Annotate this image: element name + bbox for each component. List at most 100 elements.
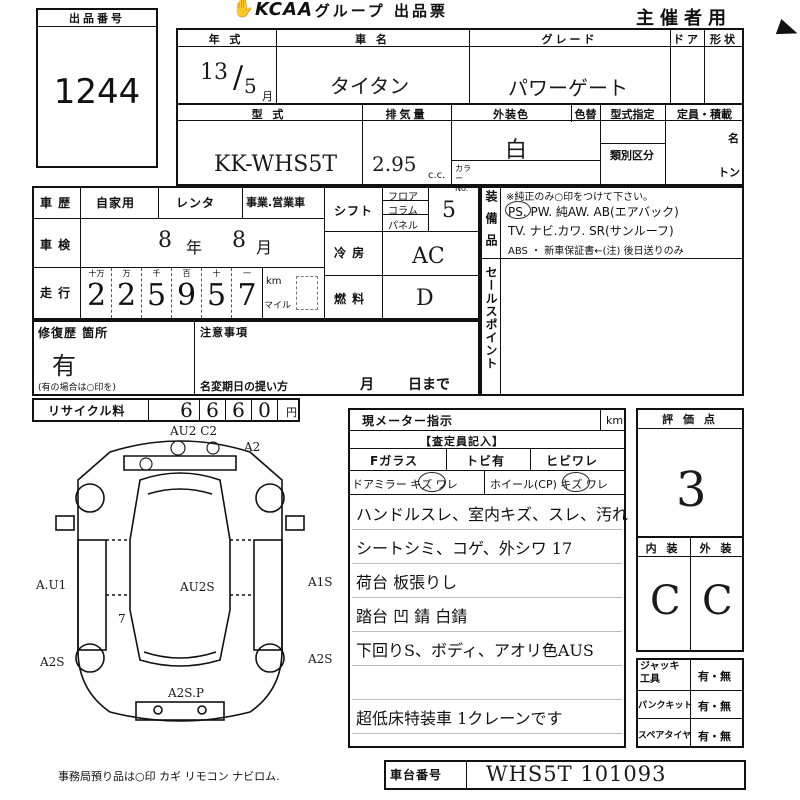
meter-unit: km	[606, 414, 624, 427]
fuel-value: D	[416, 286, 434, 311]
inspector-note-line: ハンドルスレ、室内キズ、スレ、汚れ	[352, 496, 628, 530]
mileage-digit-label: 十万	[88, 269, 105, 278]
damage-mark-roof: AU2S	[180, 580, 215, 594]
class-label: 類別区分	[610, 149, 654, 162]
repair-value: 有	[52, 352, 76, 380]
jack-option[interactable]: 有・無	[698, 670, 731, 683]
history-label: 車 歴	[40, 196, 72, 210]
vehicle-name: タイタン	[330, 74, 410, 98]
chassis-value: WHS5T 101093	[486, 762, 667, 786]
spare-option[interactable]: 有・無	[698, 730, 731, 743]
glass-hibi-label: ヒビワレ	[546, 454, 599, 468]
rating-label: 評 価 点	[662, 413, 718, 426]
office-note: 事務局預り品は○印 カギ リモコン ナビロム.	[58, 770, 280, 783]
grade-value: パワーゲート	[508, 76, 628, 100]
inspector-note-text: 超低床特装車 1クレーンです	[356, 709, 563, 728]
inspector-note-text: 下回りS、ボディ、アオリ色AUS	[356, 641, 594, 660]
inspection-label: 車 検	[40, 238, 72, 252]
recycle-label: リサイクル料	[48, 404, 126, 418]
history-option-rental[interactable]: レンタ	[176, 196, 216, 210]
ac-value: AC	[412, 244, 445, 269]
shift-option-panel[interactable]: パネル	[388, 221, 418, 232]
ac-label: 冷 房	[334, 246, 366, 260]
capacity-people-unit: 名	[728, 132, 739, 145]
mileage-digit-label: 千	[152, 269, 161, 278]
puncture-option[interactable]: 有・無	[698, 700, 731, 713]
name-label: 車 名	[355, 33, 390, 46]
puncture-label: パンクキット	[638, 701, 693, 711]
damage-mark-rear: A2S.P	[168, 686, 204, 700]
recycle-digit: 0	[252, 398, 278, 422]
repair-box	[32, 320, 480, 396]
year-label: 年 式	[208, 33, 244, 46]
mileage-unit-mile: マイル	[264, 301, 292, 311]
inspector-note-text: シートシミ、コゲ、外シワ 17	[356, 539, 573, 558]
equipment-box	[480, 186, 744, 396]
capacity-ton-unit: トン	[718, 166, 740, 179]
recycle-digit: 6	[174, 398, 200, 422]
exterior-color-label: 外装色	[493, 108, 529, 121]
color-change-label: 色替	[574, 108, 597, 121]
month-unit: 月	[262, 90, 273, 103]
wheel-front-left	[75, 483, 105, 513]
shape-label: 形状	[710, 33, 738, 46]
recycle-unit: 円	[286, 406, 297, 419]
glass-f-label: Fガラス	[370, 454, 418, 468]
spare-label: スペアタイヤ	[638, 731, 692, 741]
displacement-unit: c.c.	[428, 170, 446, 181]
model-label: 型 式	[251, 108, 287, 121]
inspector-note-line: 踏台 凹 錆 白錆	[352, 598, 622, 632]
mileage-digit: 9	[176, 278, 197, 313]
mileage-digit-label: 百	[182, 269, 191, 278]
car-outline	[77, 440, 283, 722]
history-option-business[interactable]: 事業.営業車	[246, 196, 306, 209]
chassis-box	[384, 760, 746, 790]
notes-label: 注意事項	[200, 326, 248, 339]
corner-mark-icon	[775, 19, 800, 41]
exterior-label: 外 装	[699, 542, 735, 555]
damage-mark-front: AU2 C2	[170, 424, 218, 438]
wheel-label: ホイール(CP) キズ ワレ	[490, 478, 608, 491]
inspector-note-line: 下回りS、ボディ、アオリ色AUS	[352, 632, 622, 666]
wheel-scratch-circle-icon	[562, 472, 590, 492]
meter-label: 現メーター指示	[362, 414, 454, 428]
capacity-label: 定員・積載	[677, 108, 732, 121]
doors-label: ドア	[673, 33, 701, 46]
equipment-line-3: ABS ・ 新車保証書←(注) 後日送りのみ	[508, 246, 684, 257]
shift-option-column[interactable]: コラム	[388, 206, 418, 217]
organizer-label: 主催者用	[636, 8, 732, 29]
chassis-label: 車台番号	[390, 768, 443, 782]
inspection-year-unit: 年	[186, 238, 204, 257]
logo: KCAA	[255, 0, 313, 20]
equipment-note: ※純正のみ○印をつけて下さい。	[506, 192, 654, 203]
mileage-digit-label: 十	[212, 269, 221, 278]
shift-option-floor[interactable]: フロア	[388, 192, 418, 203]
exterior-grade: C	[702, 578, 733, 624]
inspector-note-text: 踏台 凹 錆 白錆	[356, 607, 468, 626]
deadline-day: 日まで	[408, 377, 450, 393]
mileage-check-box[interactable]	[296, 276, 318, 310]
inspector-note-text: ハンドルスレ、室内キズ、スレ、汚れ	[356, 505, 629, 524]
mileage-label: 走 行	[40, 286, 72, 300]
repair-label: 修復歴 箇所	[38, 326, 109, 340]
damage-mark-front-right: A2	[244, 440, 261, 454]
mileage-digit: 5	[206, 278, 227, 313]
year-slash: /	[233, 60, 244, 95]
model-spec-label: 型式指定	[610, 108, 655, 121]
damage-mark-side: 7	[118, 612, 126, 626]
recycle-digit: 6	[200, 398, 226, 422]
inspection-year: 8	[158, 228, 172, 253]
car-roof	[129, 472, 231, 667]
form-title: .グループ 出品票	[306, 2, 449, 20]
history-option-private[interactable]: 自家用	[96, 196, 136, 210]
mileage-unit-km: km	[266, 276, 282, 287]
wheel-front-right	[255, 483, 285, 513]
inspector-note-line: 超低床特装車 1クレーンです	[352, 700, 622, 734]
